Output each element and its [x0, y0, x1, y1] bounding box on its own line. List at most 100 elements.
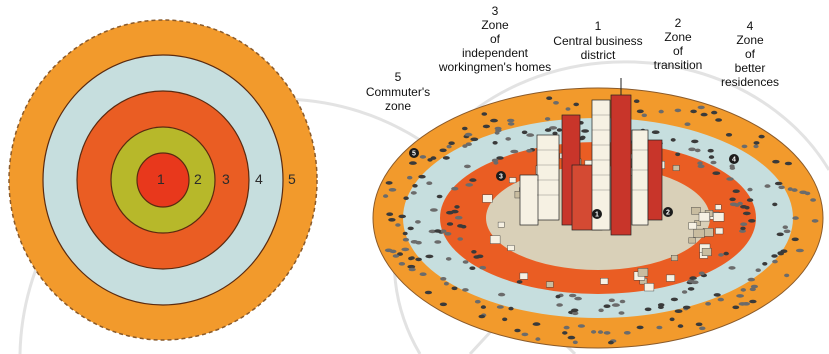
ring-number-1: 1 [157, 171, 165, 187]
car-mark [493, 141, 498, 145]
car-mark [738, 202, 743, 206]
car-mark [493, 161, 498, 165]
car-mark [736, 294, 744, 298]
house-mark [671, 255, 678, 260]
car-mark [457, 224, 463, 228]
car-mark [427, 158, 432, 162]
car-mark [553, 101, 559, 105]
house-mark [673, 165, 679, 170]
svg-text:residences: residences [721, 75, 779, 89]
car-mark [747, 188, 752, 192]
car-mark [810, 198, 816, 202]
car-mark [408, 257, 413, 261]
car-mark [517, 280, 523, 284]
car-mark [447, 145, 452, 149]
car-mark [401, 248, 409, 252]
car-mark [462, 127, 468, 131]
car-mark [398, 215, 406, 219]
car-mark [469, 266, 475, 270]
car-mark [709, 155, 714, 159]
house-mark [490, 236, 500, 244]
car-mark [578, 324, 585, 328]
car-mark [395, 223, 400, 227]
car-mark [409, 161, 417, 165]
svg-text:Zone: Zone [736, 33, 764, 47]
car-mark [411, 240, 418, 244]
house-mark [498, 222, 504, 227]
car-mark [444, 232, 451, 236]
car-mark [393, 254, 399, 258]
car-mark [671, 298, 678, 302]
car-mark [510, 150, 518, 154]
car-mark [477, 254, 484, 258]
car-mark [751, 285, 758, 289]
car-mark [425, 255, 433, 259]
car-mark [496, 156, 503, 160]
house-mark [508, 245, 515, 250]
car-mark [730, 166, 735, 170]
svg-text:3: 3 [492, 4, 499, 18]
car-mark [645, 308, 652, 312]
car-mark [447, 222, 453, 226]
car-mark [699, 272, 705, 276]
car-mark [637, 110, 644, 114]
ring-number-3: 3 [222, 171, 230, 187]
car-mark [448, 141, 454, 145]
car-mark [454, 205, 459, 209]
car-mark [740, 227, 745, 231]
car-mark [747, 198, 753, 202]
svg-text:zone: zone [385, 99, 411, 113]
car-mark [498, 293, 505, 297]
car-mark [682, 290, 687, 294]
car-mark [455, 216, 463, 220]
car-mark [637, 326, 644, 330]
car-mark [430, 208, 438, 212]
car-mark [426, 181, 432, 185]
car-mark [383, 194, 388, 198]
car-mark [434, 240, 441, 244]
car-mark [444, 282, 449, 286]
car-mark [696, 323, 703, 327]
car-mark [526, 133, 534, 137]
car-mark [688, 287, 695, 291]
car-mark [792, 216, 798, 220]
label-zone-2: 2 Zone of transition [654, 16, 703, 72]
car-mark [564, 326, 570, 330]
car-mark [462, 144, 467, 148]
car-mark [742, 145, 748, 149]
car-mark [691, 140, 698, 144]
car-mark [670, 318, 675, 322]
car-mark [712, 171, 720, 175]
car-mark [507, 119, 514, 123]
ring-number-5: 5 [288, 171, 296, 187]
car-mark [452, 287, 458, 291]
car-mark [573, 341, 578, 345]
car-mark [685, 122, 691, 126]
house-mark [702, 248, 711, 256]
car-mark [608, 341, 614, 345]
car-mark [556, 303, 563, 307]
house-mark [520, 273, 528, 279]
svg-text:independent: independent [462, 46, 529, 60]
car-mark [475, 300, 481, 304]
car-mark [465, 183, 473, 187]
svg-text:Zone: Zone [664, 30, 692, 44]
car-mark [756, 268, 761, 272]
car-mark [740, 222, 747, 226]
car-mark [729, 198, 735, 202]
car-mark [689, 276, 696, 280]
car-mark [675, 109, 682, 113]
car-mark [748, 278, 755, 282]
car-mark [772, 160, 779, 164]
house-mark [715, 205, 721, 210]
car-mark [718, 253, 724, 257]
car-mark [508, 122, 515, 126]
car-mark [784, 230, 791, 234]
car-mark [411, 191, 417, 195]
car-mark [522, 333, 529, 337]
car-mark [463, 260, 469, 264]
car-mark [457, 237, 463, 241]
car-mark [726, 133, 732, 137]
car-mark [451, 210, 459, 214]
car-mark [741, 288, 746, 292]
